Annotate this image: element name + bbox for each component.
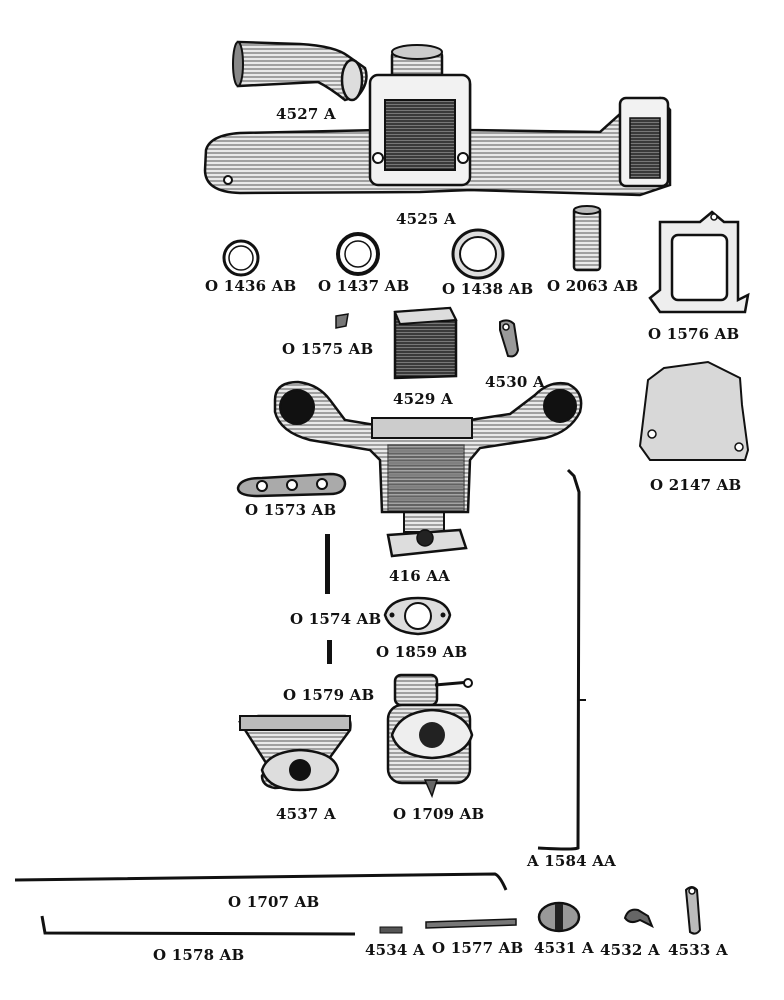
part-4534-bushing bbox=[379, 926, 403, 934]
label-4527: 4527 A bbox=[276, 105, 336, 123]
part-4532-lever bbox=[623, 908, 654, 929]
part-1574-pin bbox=[325, 534, 330, 594]
label-1438: O 1438 AB bbox=[442, 280, 534, 298]
part-1576-gasket bbox=[648, 210, 750, 314]
label-1859: O 1859 AB bbox=[376, 643, 468, 661]
label-4532: 4532 A bbox=[600, 941, 660, 959]
label-4530: 4530 A bbox=[485, 373, 545, 391]
label-1573: O 1573 AB bbox=[245, 501, 337, 519]
label-1709: O 1709 AB bbox=[393, 805, 485, 823]
part-1579-pin bbox=[327, 640, 332, 664]
label-4534: 4534 A bbox=[365, 941, 425, 959]
label-4531: 4531 A bbox=[534, 939, 594, 957]
label-4529: 4529 A bbox=[393, 390, 453, 408]
label-2063: O 2063 AB bbox=[547, 277, 639, 295]
part-4530-lever bbox=[499, 319, 520, 358]
part-1577-rod bbox=[425, 918, 517, 929]
label-1436: O 1436 AB bbox=[205, 277, 297, 295]
part-2063-sleeve bbox=[572, 205, 602, 272]
part-1437-washer bbox=[336, 232, 380, 276]
part-1573-bar bbox=[236, 472, 347, 498]
label-1707: O 1707 AB bbox=[228, 893, 320, 911]
part-1709-carburetor bbox=[386, 673, 474, 799]
label-1584: A 1584 AA bbox=[527, 852, 616, 870]
label-1575: O 1575 AB bbox=[282, 340, 374, 358]
label-4537: 4537 A bbox=[276, 805, 336, 823]
label-1578: O 1578 AB bbox=[153, 946, 245, 964]
part-4531-disc bbox=[537, 901, 581, 933]
part-1436-washer bbox=[222, 239, 260, 277]
part-1584-rod bbox=[537, 468, 586, 851]
part-4529-block bbox=[393, 306, 458, 380]
part-4533-link bbox=[684, 886, 702, 935]
part-1578-rod bbox=[40, 915, 356, 936]
label-2147: O 2147 AB bbox=[650, 476, 742, 494]
label-1574: O 1574 AB bbox=[290, 610, 382, 628]
label-1437: O 1437 AB bbox=[318, 277, 410, 295]
label-1577: O 1577 AB bbox=[432, 939, 524, 957]
part-4537-elbow bbox=[238, 714, 352, 792]
part-4527-elbow-pipe bbox=[232, 40, 368, 102]
label-4525: 4525 A bbox=[396, 210, 456, 228]
part-1575-plug bbox=[335, 313, 349, 329]
part-1859-gasket bbox=[383, 596, 452, 636]
label-416: 416 AA bbox=[389, 567, 451, 585]
label-1579: O 1579 AB bbox=[283, 686, 375, 704]
part-1707-rod bbox=[14, 872, 508, 891]
part-1438-washer bbox=[451, 228, 505, 280]
part-416-intake-manifold bbox=[273, 380, 583, 558]
part-2147-plate bbox=[638, 360, 750, 461]
part-4525-manifold bbox=[203, 44, 672, 197]
label-4533: 4533 A bbox=[668, 941, 728, 959]
label-1576: O 1576 AB bbox=[648, 325, 740, 343]
